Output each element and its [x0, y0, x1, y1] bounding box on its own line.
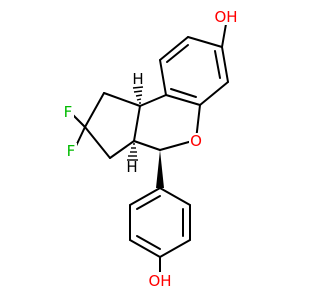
bond-a6-a1-inner — [214, 50, 221, 79]
bond-b1-b2 — [159, 187, 191, 206]
atom-h-lower: H — [126, 158, 137, 176]
bond-b3-b4 — [159, 239, 191, 258]
bond-c10b-c1 — [103, 92, 141, 107]
bond-b6-b1 — [129, 187, 161, 206]
bond-a2-a3-inner — [166, 44, 189, 63]
bond-c3a-c10b — [133, 105, 141, 142]
bond-c3-c3a — [109, 140, 135, 159]
bond-a4-a5 — [165, 94, 201, 106]
bond-b4-b5-inner — [136, 235, 161, 250]
bond-a6-a1 — [221, 46, 229, 83]
atom-labels: OH O F F H H OH — [62, 8, 238, 290]
bond-b6-b1-inner — [136, 195, 161, 210]
atom-fluorine-1: F — [64, 103, 73, 121]
molecule-structure: OH O F F H H OH — [62, 8, 238, 290]
bond-a1-oh — [221, 23, 227, 48]
atom-ring-oxygen: O — [190, 132, 202, 150]
bond-b4-b5 — [129, 239, 161, 258]
bond-a4-c10b — [139, 94, 167, 107]
bond-a4-a5-inner — [170, 88, 197, 98]
bond-a2-a3 — [159, 36, 189, 61]
bond-c2-f2 — [75, 126, 86, 147]
atom-fluorine-2: F — [67, 142, 76, 160]
bond-c2-c3 — [84, 126, 111, 159]
wedge-c4-aryl — [156, 150, 164, 188]
hash-c10b-h — [132, 86, 144, 104]
atom-oh-bottom: OH — [148, 272, 171, 290]
stereo-bonds — [127, 86, 164, 188]
bond-c4-c3a — [133, 140, 161, 151]
bond-a3-a4 — [159, 59, 167, 96]
bond-c1-c2 — [84, 92, 105, 128]
hash-c3a-h — [127, 143, 138, 161]
atom-oh-top: OH — [214, 8, 237, 26]
bond-a1-a2 — [187, 36, 223, 48]
structure-canvas: OH O F F H H OH — [62, 8, 238, 290]
bond-a5-a6 — [199, 81, 229, 106]
bonds — [71, 23, 229, 273]
bond-c2-f1 — [71, 113, 86, 128]
atom-h-upper: H — [132, 70, 143, 88]
